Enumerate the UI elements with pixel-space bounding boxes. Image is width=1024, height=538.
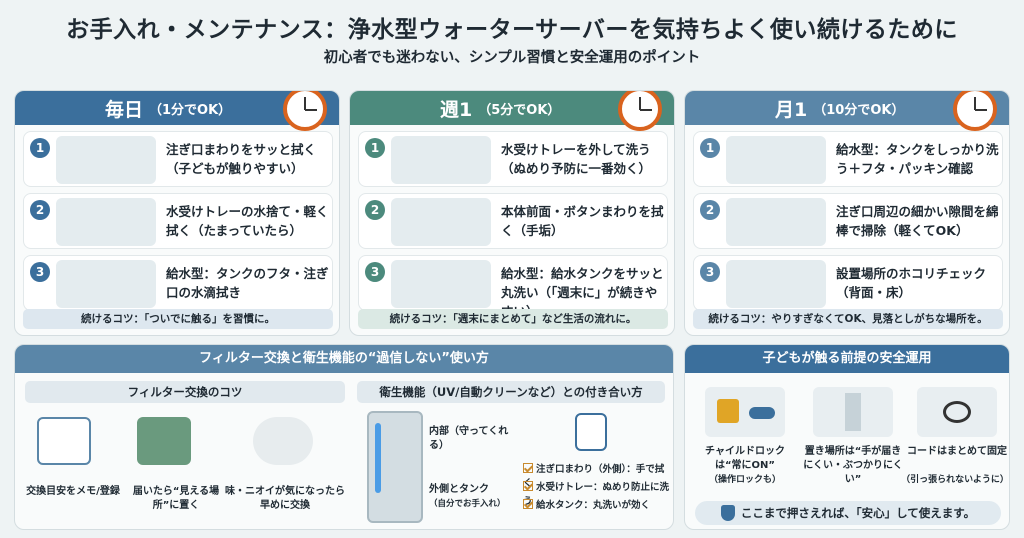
safety-footer-text: ここまで押さえれば、「安心」して使えます。 bbox=[740, 506, 976, 520]
child-lock-icon bbox=[705, 387, 785, 437]
hygiene-heading: 衛生機能（UV/自動クリーンなど）との付き合い方 bbox=[357, 381, 665, 403]
daily-duration: （1分でOK） bbox=[149, 102, 232, 118]
weekly-column: 週1 （5分でOK） 1 水受けトレーを外して洗う（ぬめり予防に一番効く） 2 … bbox=[349, 90, 675, 336]
step-number: 1 bbox=[365, 138, 385, 158]
filter-panel: フィルター交換と衛生機能の“過信しない”使い方 フィルター交換のコツ 交換目安を… bbox=[14, 344, 674, 530]
safety-item-2-title: 置き場所は“手が届きにくい・ぶつかりにくい” bbox=[803, 446, 903, 485]
safety-footer: ここまで押さえれば、「安心」して使えます。 bbox=[695, 501, 1001, 525]
daily-step-1: 1 注ぎ口まわりをサッと拭く（子どもが触りやすい） bbox=[23, 131, 333, 187]
tank-cleaning-illustration bbox=[726, 136, 826, 184]
monthly-heading: 月1 bbox=[775, 98, 808, 121]
page-subtitle: 初心者でも迷わない、シンプル習慣と安全運用のポイント bbox=[323, 50, 701, 66]
filter-heading: フィルター交換と衛生機能の“過信しない”使い方 bbox=[15, 345, 673, 373]
step-number: 2 bbox=[365, 200, 385, 220]
weekly-step-3: 3 給水型：給水タンクをサッと丸洗い（「週末に」が続きやすい） bbox=[358, 255, 668, 319]
step-text: 本体前面・ボタンまわりを拭く（手垢） bbox=[501, 204, 664, 238]
dust-check-illustration bbox=[726, 260, 826, 308]
step-text: 注ぎ口周辺の細かい隙間を綿棒で掃除（軽くてOK） bbox=[836, 204, 999, 238]
weekly-step-2: 2 本体前面・ボタンまわりを拭く（手垢） bbox=[358, 193, 668, 249]
safety-panel: 子どもが触る前提の安全運用 チャイルドロックは“常にON” （操作ロックも） 置… bbox=[684, 344, 1010, 530]
step-text: 設置場所のホコリチェック（背面・床） bbox=[836, 266, 987, 300]
filter-box-icon bbox=[137, 417, 191, 465]
weekly-heading: 週1 bbox=[440, 98, 473, 121]
weekly-header: 週1 （5分でOK） bbox=[350, 91, 674, 131]
step-text: 注ぎ口まわりをサッと拭く（子どもが触りやすい） bbox=[166, 142, 317, 176]
wipe-spout-illustration bbox=[56, 136, 156, 184]
step-text: 水受けトレーの水捨て・軽く拭く（たまっていたら） bbox=[166, 204, 329, 238]
step-number: 3 bbox=[30, 262, 50, 282]
daily-header: 毎日 （1分でOK） bbox=[15, 91, 339, 131]
safety-heading: 子どもが触る前提の安全運用 bbox=[685, 345, 1009, 373]
monthly-header: 月1 （10分でOK） bbox=[685, 91, 1009, 131]
safety-item-3-title: コードはまとめて固定 bbox=[907, 446, 1007, 457]
daily-column: 毎日 （1分でOK） 1 注ぎ口まわりをサッと拭く（子どもが触りやすい） 2 水… bbox=[14, 90, 340, 336]
filter-tips-heading: フィルター交換のコツ bbox=[25, 381, 345, 403]
weekly-step-1: 1 水受けトレーを外して洗う（ぬめり予防に一番効く） bbox=[358, 131, 668, 187]
step-number: 1 bbox=[30, 138, 50, 158]
shield-icon bbox=[720, 505, 735, 521]
filter-tip-1: 交換目安をメモ/登録 bbox=[26, 486, 120, 497]
tank-lid-illustration bbox=[56, 260, 156, 308]
check-text: 給水タンク：丸洗いが効く bbox=[536, 500, 651, 511]
placement-icon bbox=[813, 387, 893, 437]
checkbox-icon bbox=[523, 481, 533, 491]
cable-coil-icon bbox=[943, 401, 971, 423]
monthly-step-2: 2 注ぎ口周辺の細かい隙間を綿棒で掃除（軽くてOK） bbox=[693, 193, 1003, 249]
cord-icon bbox=[917, 387, 997, 437]
monthly-step-1: 1 給水型：タンクをしっかり洗う＋フタ・パッキン確認 bbox=[693, 131, 1003, 187]
clock-icon bbox=[618, 91, 662, 131]
page-title: お手入れ・メンテナンス：浄水型ウォーターサーバーを気持ちよく使い続けるために bbox=[66, 17, 958, 43]
checkbox-icon bbox=[523, 463, 533, 473]
safety-item-1-title: チャイルドロックは“常にON” bbox=[705, 446, 785, 471]
inner-label: 内部（守ってくれる） bbox=[429, 426, 509, 451]
wipe-front-illustration bbox=[391, 198, 491, 246]
outer-label: 外側とタンク bbox=[429, 484, 489, 495]
daily-heading: 毎日 bbox=[105, 98, 144, 121]
clock-icon bbox=[953, 91, 997, 131]
monthly-step-3: 3 設置場所のホコリチェック（背面・床） bbox=[693, 255, 1003, 311]
monthly-duration: （10分でOK） bbox=[813, 102, 905, 118]
monthly-tip: 続けるコツ：やりすぎなくてOK、見落としがちな場所を。 bbox=[693, 309, 1003, 329]
toggle-icon bbox=[749, 407, 775, 419]
safety-item-3-sub: （引っ張られないように） bbox=[901, 475, 1009, 485]
daily-tip: 続けるコツ：「ついでに触る」を習慣に。 bbox=[23, 309, 333, 329]
step-number: 2 bbox=[700, 200, 720, 220]
uv-light-icon bbox=[375, 423, 381, 493]
calendar-icon bbox=[37, 417, 91, 465]
check-item: 給水タンク：丸洗いが効く bbox=[523, 497, 650, 511]
step-text: 給水型：タンクのフタ・注ぎ口の水滴拭き bbox=[166, 266, 329, 300]
step-number: 3 bbox=[700, 262, 720, 282]
lock-icon bbox=[717, 399, 739, 423]
clock-icon bbox=[283, 91, 327, 131]
daily-step-3: 3 給水型：タンクのフタ・注ぎ口の水滴拭き bbox=[23, 255, 333, 311]
step-number: 3 bbox=[365, 262, 385, 282]
daily-step-2: 2 水受けトレーの水捨て・軽く拭く（たまっていたら） bbox=[23, 193, 333, 249]
step-text: 水受けトレーを外して洗う（ぬめり予防に一番効く） bbox=[501, 142, 652, 176]
step-number: 2 bbox=[30, 200, 50, 220]
wash-tray-illustration bbox=[391, 136, 491, 184]
safety-item-1-sub: （操作ロックも） bbox=[708, 475, 781, 485]
cotton-swab-illustration bbox=[726, 198, 826, 246]
weekly-tip: 続けるコツ：「週末にまとめて」など生活の流れに。 bbox=[358, 309, 668, 329]
step-text: 給水型：タンクをしっかり洗う＋フタ・パッキン確認 bbox=[836, 142, 999, 176]
checklist-icon bbox=[575, 413, 607, 451]
drip-tray-illustration bbox=[56, 198, 156, 246]
filter-tip-2: 届いたら“見える場所”に置く bbox=[132, 486, 220, 511]
monthly-column: 月1 （10分でOK） 1 給水型：タンクをしっかり洗う＋フタ・パッキン確認 2… bbox=[684, 90, 1010, 336]
outer-sub: （自分でお手入れ） bbox=[429, 499, 506, 509]
filter-tip-3: 味・ニオイが気になったら早めに交換 bbox=[225, 486, 345, 511]
cup-icon bbox=[253, 417, 313, 465]
checkbox-icon bbox=[523, 499, 533, 509]
server-icon bbox=[845, 393, 861, 431]
wash-tank-illustration bbox=[391, 260, 491, 308]
weekly-duration: （5分でOK） bbox=[478, 102, 561, 118]
step-number: 1 bbox=[700, 138, 720, 158]
